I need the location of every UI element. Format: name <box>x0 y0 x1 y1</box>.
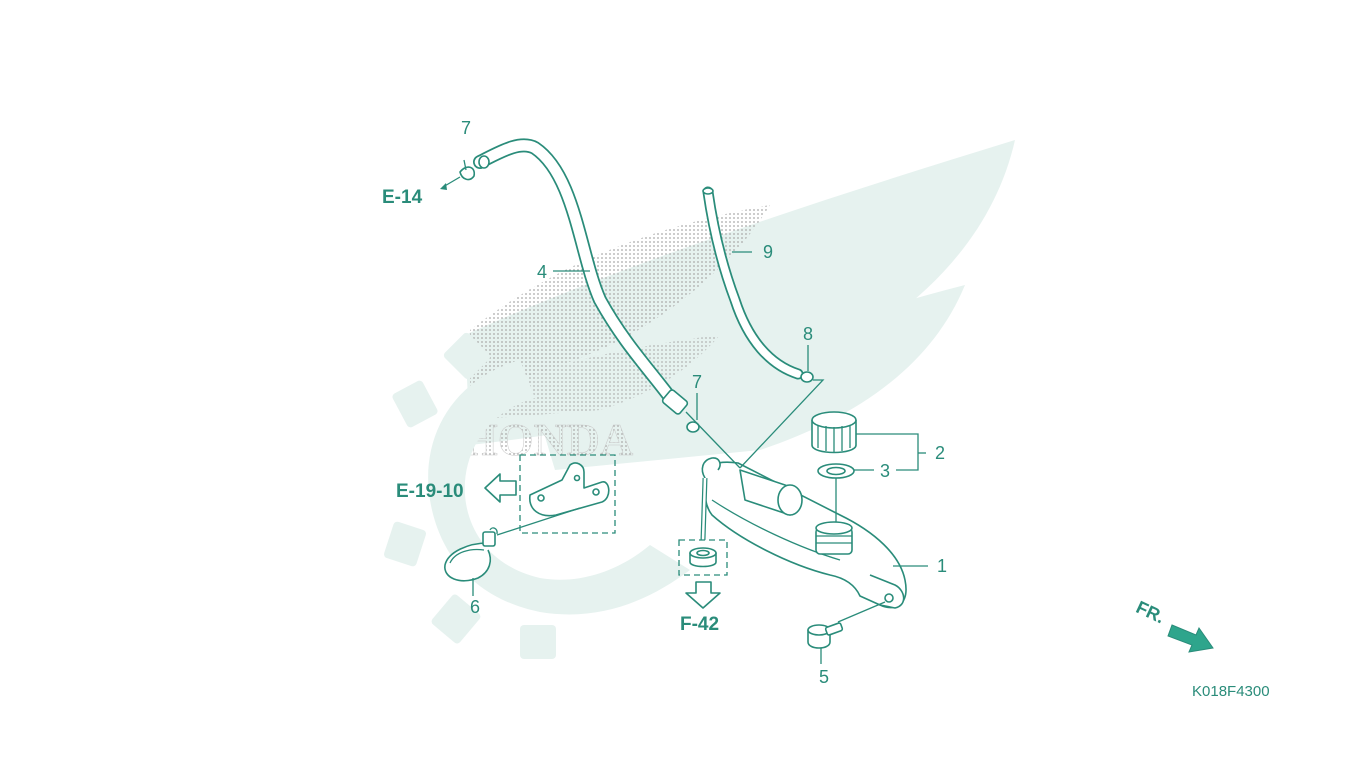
front-direction-label: FR. <box>1133 597 1168 627</box>
reserve-tank-part-1 <box>701 457 907 609</box>
callout-7-top: 7 <box>461 118 471 138</box>
diagram-code: K018F4300 <box>1192 683 1270 700</box>
arrow-left-icon <box>484 473 517 503</box>
hose-clip-part-7-top <box>459 159 476 181</box>
arrow-down-icon <box>685 581 721 609</box>
stay-bracket <box>529 462 610 517</box>
reference-f-42[interactable]: F-42 <box>680 614 719 635</box>
hose-clip-part-8 <box>800 371 814 383</box>
drain-tube <box>700 477 708 541</box>
reference-e-19-10[interactable]: E-19-10 <box>396 481 464 502</box>
callout-3: 3 <box>880 461 890 481</box>
bolt-part-5 <box>807 622 844 649</box>
grommet <box>689 547 717 568</box>
callout-7-mid: 7 <box>692 372 702 392</box>
callout-1: 1 <box>937 556 947 576</box>
callout-8: 8 <box>803 324 813 344</box>
callout-6: 6 <box>470 597 480 617</box>
hose-part-9 <box>702 186 804 380</box>
hose-clamp-part-6 <box>444 527 498 582</box>
hose-clip-part-7-mid <box>686 421 700 433</box>
washer-part-3 <box>817 463 855 479</box>
leader-lines <box>440 176 928 664</box>
gear-watermark-icon <box>384 332 690 659</box>
callout-2: 2 <box>935 443 945 463</box>
tank-cap-part-2 <box>811 411 857 454</box>
front-direction-arrow-icon <box>1167 624 1214 653</box>
callout-9: 9 <box>763 242 773 262</box>
callout-4: 4 <box>537 262 547 282</box>
callout-5: 5 <box>819 667 829 687</box>
honda-wing-watermark-icon: HONDA <box>462 140 1015 470</box>
reference-e-14[interactable]: E-14 <box>382 187 423 208</box>
hose-part-4 <box>473 138 689 415</box>
